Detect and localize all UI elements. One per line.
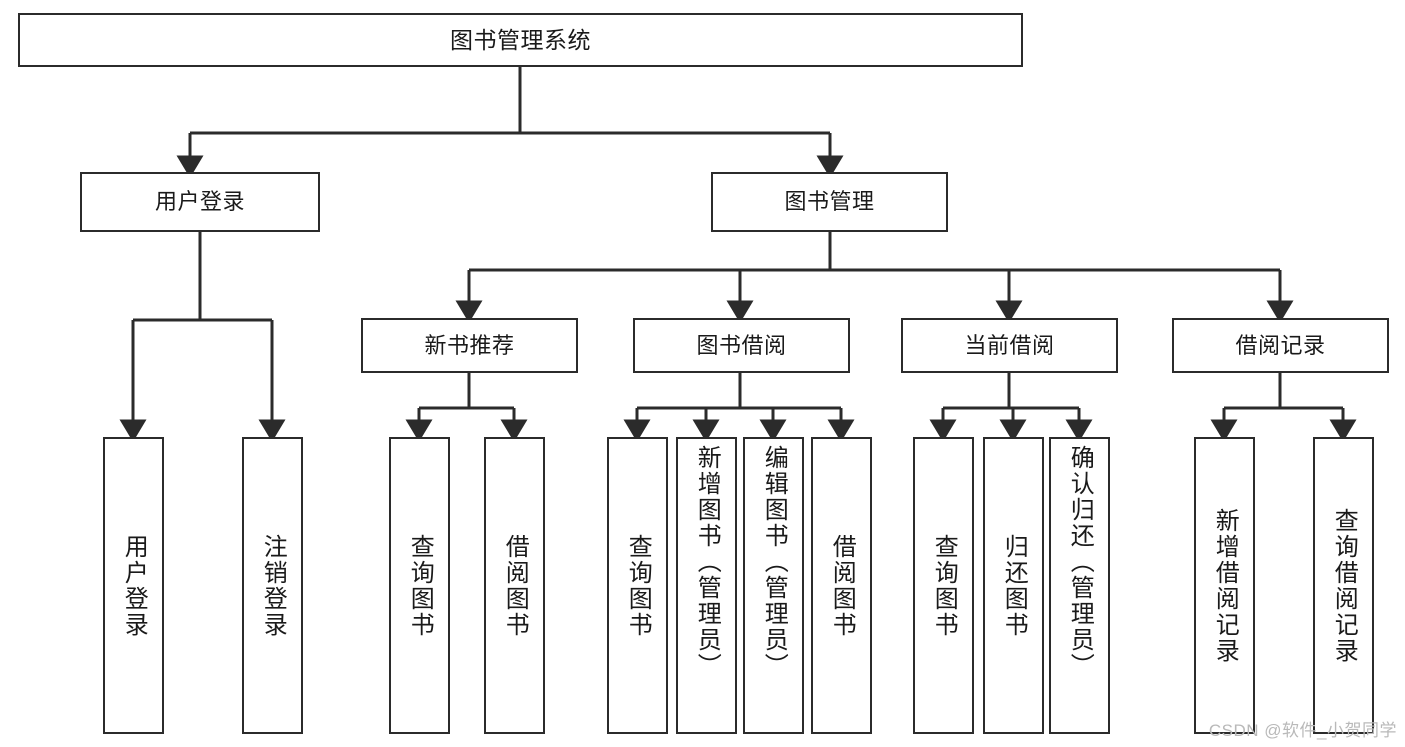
node-current-borrow[interactable]: 当前借阅 [901,318,1118,373]
leaf-query-books-current[interactable]: 查询图书 [913,437,974,734]
node-label: 编辑图书（管理员） [760,445,788,679]
node-book-management[interactable]: 图书管理 [711,172,948,232]
node-label: 归还图书 [1000,533,1028,638]
node-label: 新增图书（管理员） [693,445,721,679]
node-label: 借阅图书 [828,533,856,638]
node-label: 查询图书 [406,533,434,638]
node-user-login[interactable]: 用户登录 [80,172,320,232]
node-label: 用户登录 [154,189,245,215]
leaf-query-books-borrow[interactable]: 查询图书 [607,437,668,734]
leaf-borrow-books-recommend[interactable]: 借阅图书 [484,437,545,734]
leaf-query-books-recommend[interactable]: 查询图书 [389,437,450,734]
leaf-logout[interactable]: 注销登录 [242,437,303,734]
watermark: CSDN @软件_小贺同学 [1208,721,1397,740]
node-label: 查询图书 [624,533,652,638]
node-borrow-record[interactable]: 借阅记录 [1172,318,1389,373]
leaf-add-book-admin[interactable]: 新增图书（管理员） [676,437,737,734]
node-label: 新书推荐 [424,332,515,358]
node-label: 图书管理系统 [450,26,591,53]
leaf-user-login[interactable]: 用户登录 [103,437,164,734]
node-root-system[interactable]: 图书管理系统 [18,13,1023,67]
leaf-return-books[interactable]: 归还图书 [983,437,1044,734]
leaf-edit-book-admin[interactable]: 编辑图书（管理员） [743,437,804,734]
node-label: 用户登录 [120,533,148,638]
node-label: 查询借阅记录 [1330,507,1358,664]
node-label: 注销登录 [259,533,287,638]
node-new-book-recommend[interactable]: 新书推荐 [361,318,578,373]
node-label: 借阅图书 [501,533,529,638]
node-label: 图书管理 [784,189,875,215]
leaf-borrow-books-borrow[interactable]: 借阅图书 [811,437,872,734]
node-label: 借阅记录 [1235,332,1326,358]
node-label: 当前借阅 [964,332,1055,358]
node-book-borrow[interactable]: 图书借阅 [633,318,850,373]
node-label: 确认归还（管理员） [1066,445,1094,679]
leaf-add-borrow-record[interactable]: 新增借阅记录 [1194,437,1255,734]
leaf-confirm-return-admin[interactable]: 确认归还（管理员） [1049,437,1110,734]
node-label: 新增借阅记录 [1211,507,1239,664]
node-label: 查询图书 [930,533,958,638]
leaf-query-borrow-record[interactable]: 查询借阅记录 [1313,437,1374,734]
node-label: 图书借阅 [696,332,787,358]
